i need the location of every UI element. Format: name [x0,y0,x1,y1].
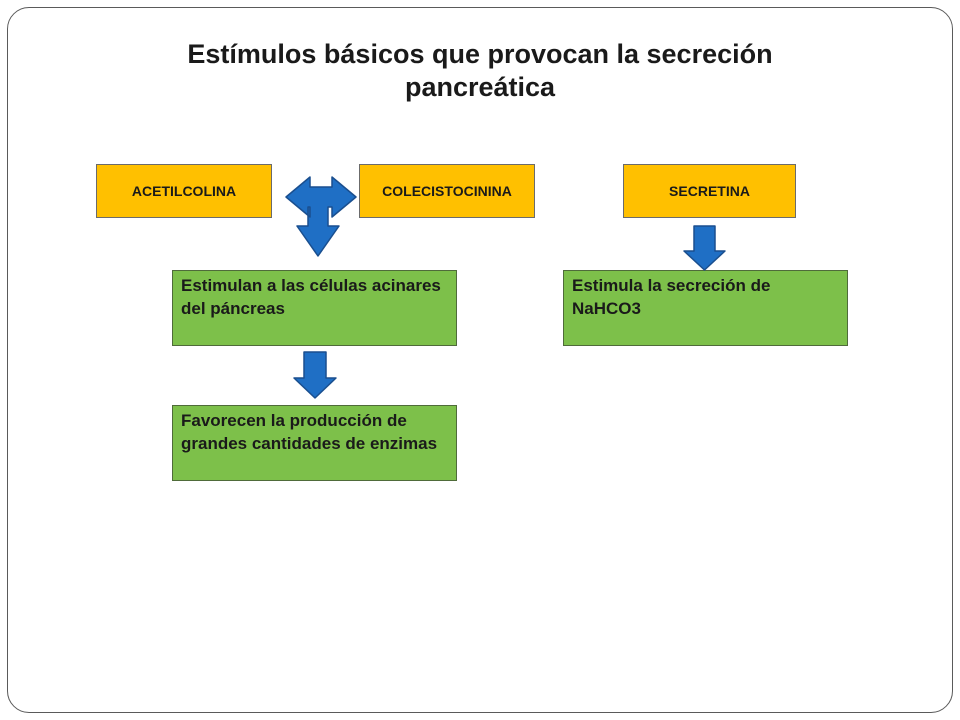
hormone-box-secretina: SECRETINA [623,164,796,218]
effect-box-acinar-cells: Estimulan a las células acinares del pán… [172,270,457,346]
hormone-box-colecistocinina: COLECISTOCININA [359,164,535,218]
effect-box-enzyme-production: Favorecen la producción de grandes canti… [172,405,457,481]
slide-frame [7,7,953,713]
hormone-box-acetilcolina: ACETILCOLINA [96,164,272,218]
title-line-2: pancreática [404,72,556,102]
slide-title: Estímulos básicos que provocan la secrec… [120,38,840,104]
title-line-1: Estímulos básicos que provocan la secrec… [187,39,773,69]
effect-box-nahco3-secretion: Estimula la secreción de NaHCO3 [563,270,848,346]
